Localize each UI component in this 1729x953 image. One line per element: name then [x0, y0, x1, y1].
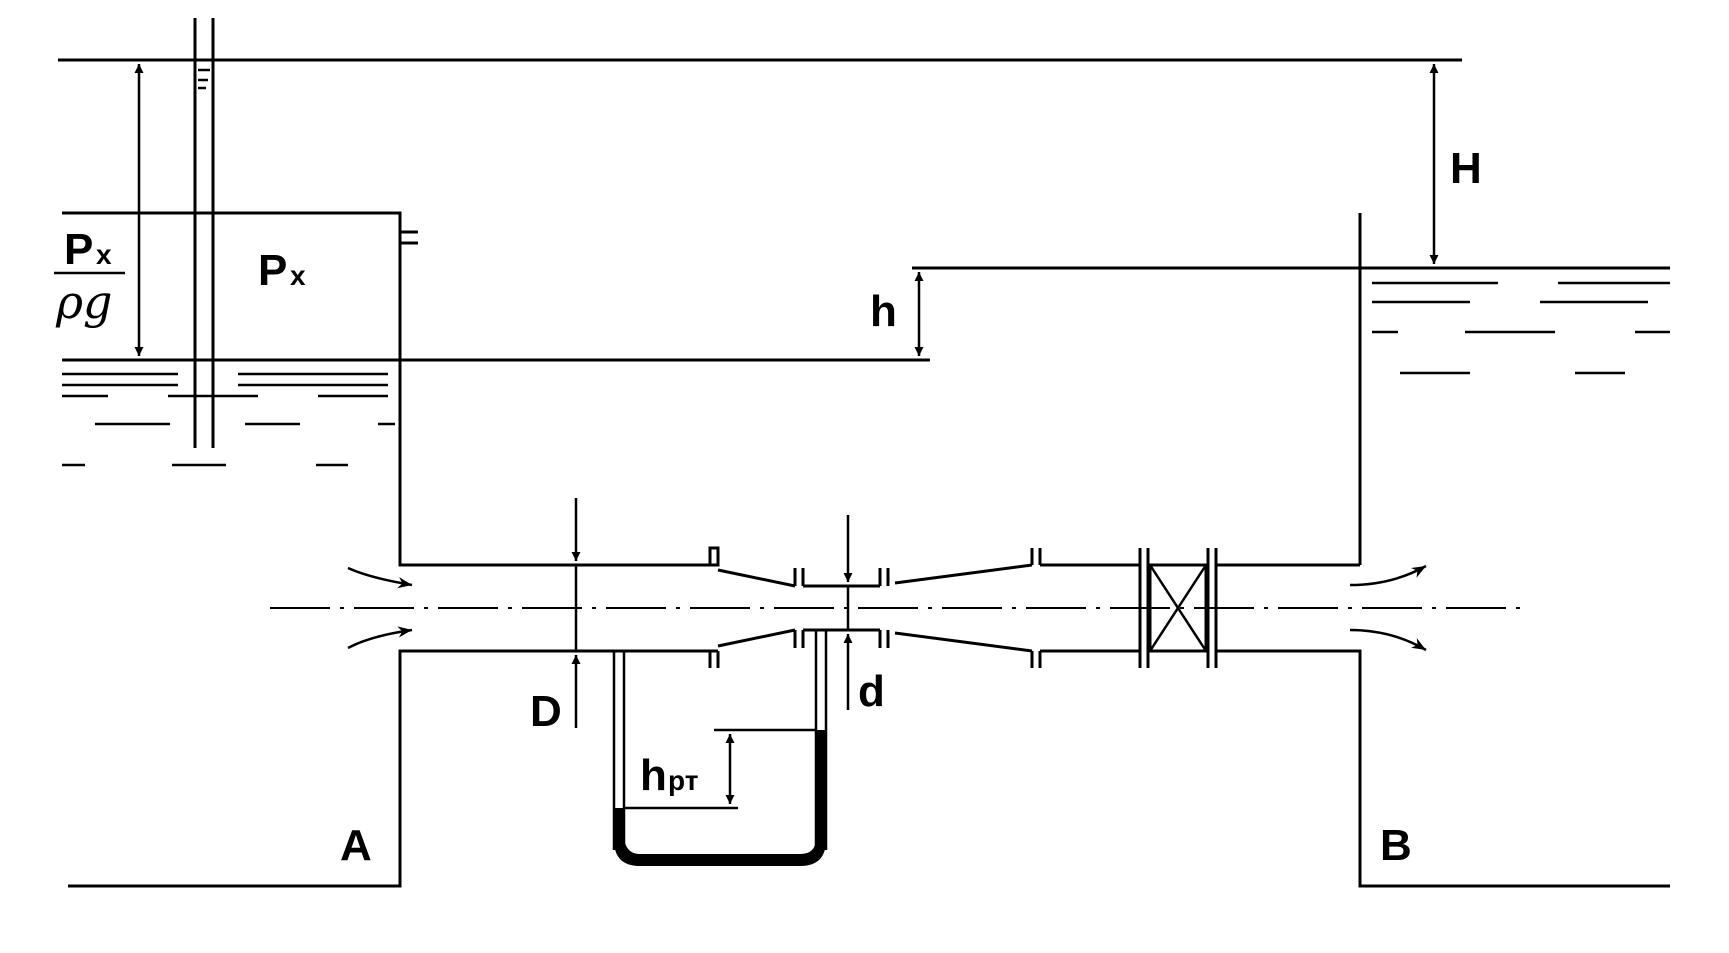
- tank-pressure-label: P x: [258, 246, 306, 295]
- svg-text:ρg: ρg: [55, 275, 113, 329]
- svg-text:P: P: [64, 225, 93, 274]
- pipe-diameter-label: D: [530, 687, 562, 736]
- tank-a: [62, 211, 930, 888]
- pressure-head-label: P x ρg: [54, 225, 125, 329]
- head-H-label: H: [1450, 144, 1482, 193]
- manometer-head-label: h рт: [640, 751, 698, 800]
- u-tube-manometer: [612, 630, 828, 866]
- throat-diameter-label: d: [858, 667, 885, 716]
- flow-arrows: [347, 564, 1427, 652]
- head-h-label: h: [870, 287, 897, 336]
- pipe-with-venturi: [708, 548, 1218, 668]
- svg-text:h: h: [640, 751, 667, 800]
- svg-text:x: x: [290, 260, 306, 291]
- tank-b: [912, 213, 1670, 888]
- tank-a-label: A: [340, 821, 372, 870]
- svg-text:P: P: [258, 246, 287, 295]
- piezometer-tube: [193, 18, 215, 448]
- svg-text:x: x: [96, 239, 112, 270]
- svg-text:рт: рт: [668, 765, 698, 796]
- tank-b-label: B: [1380, 821, 1412, 870]
